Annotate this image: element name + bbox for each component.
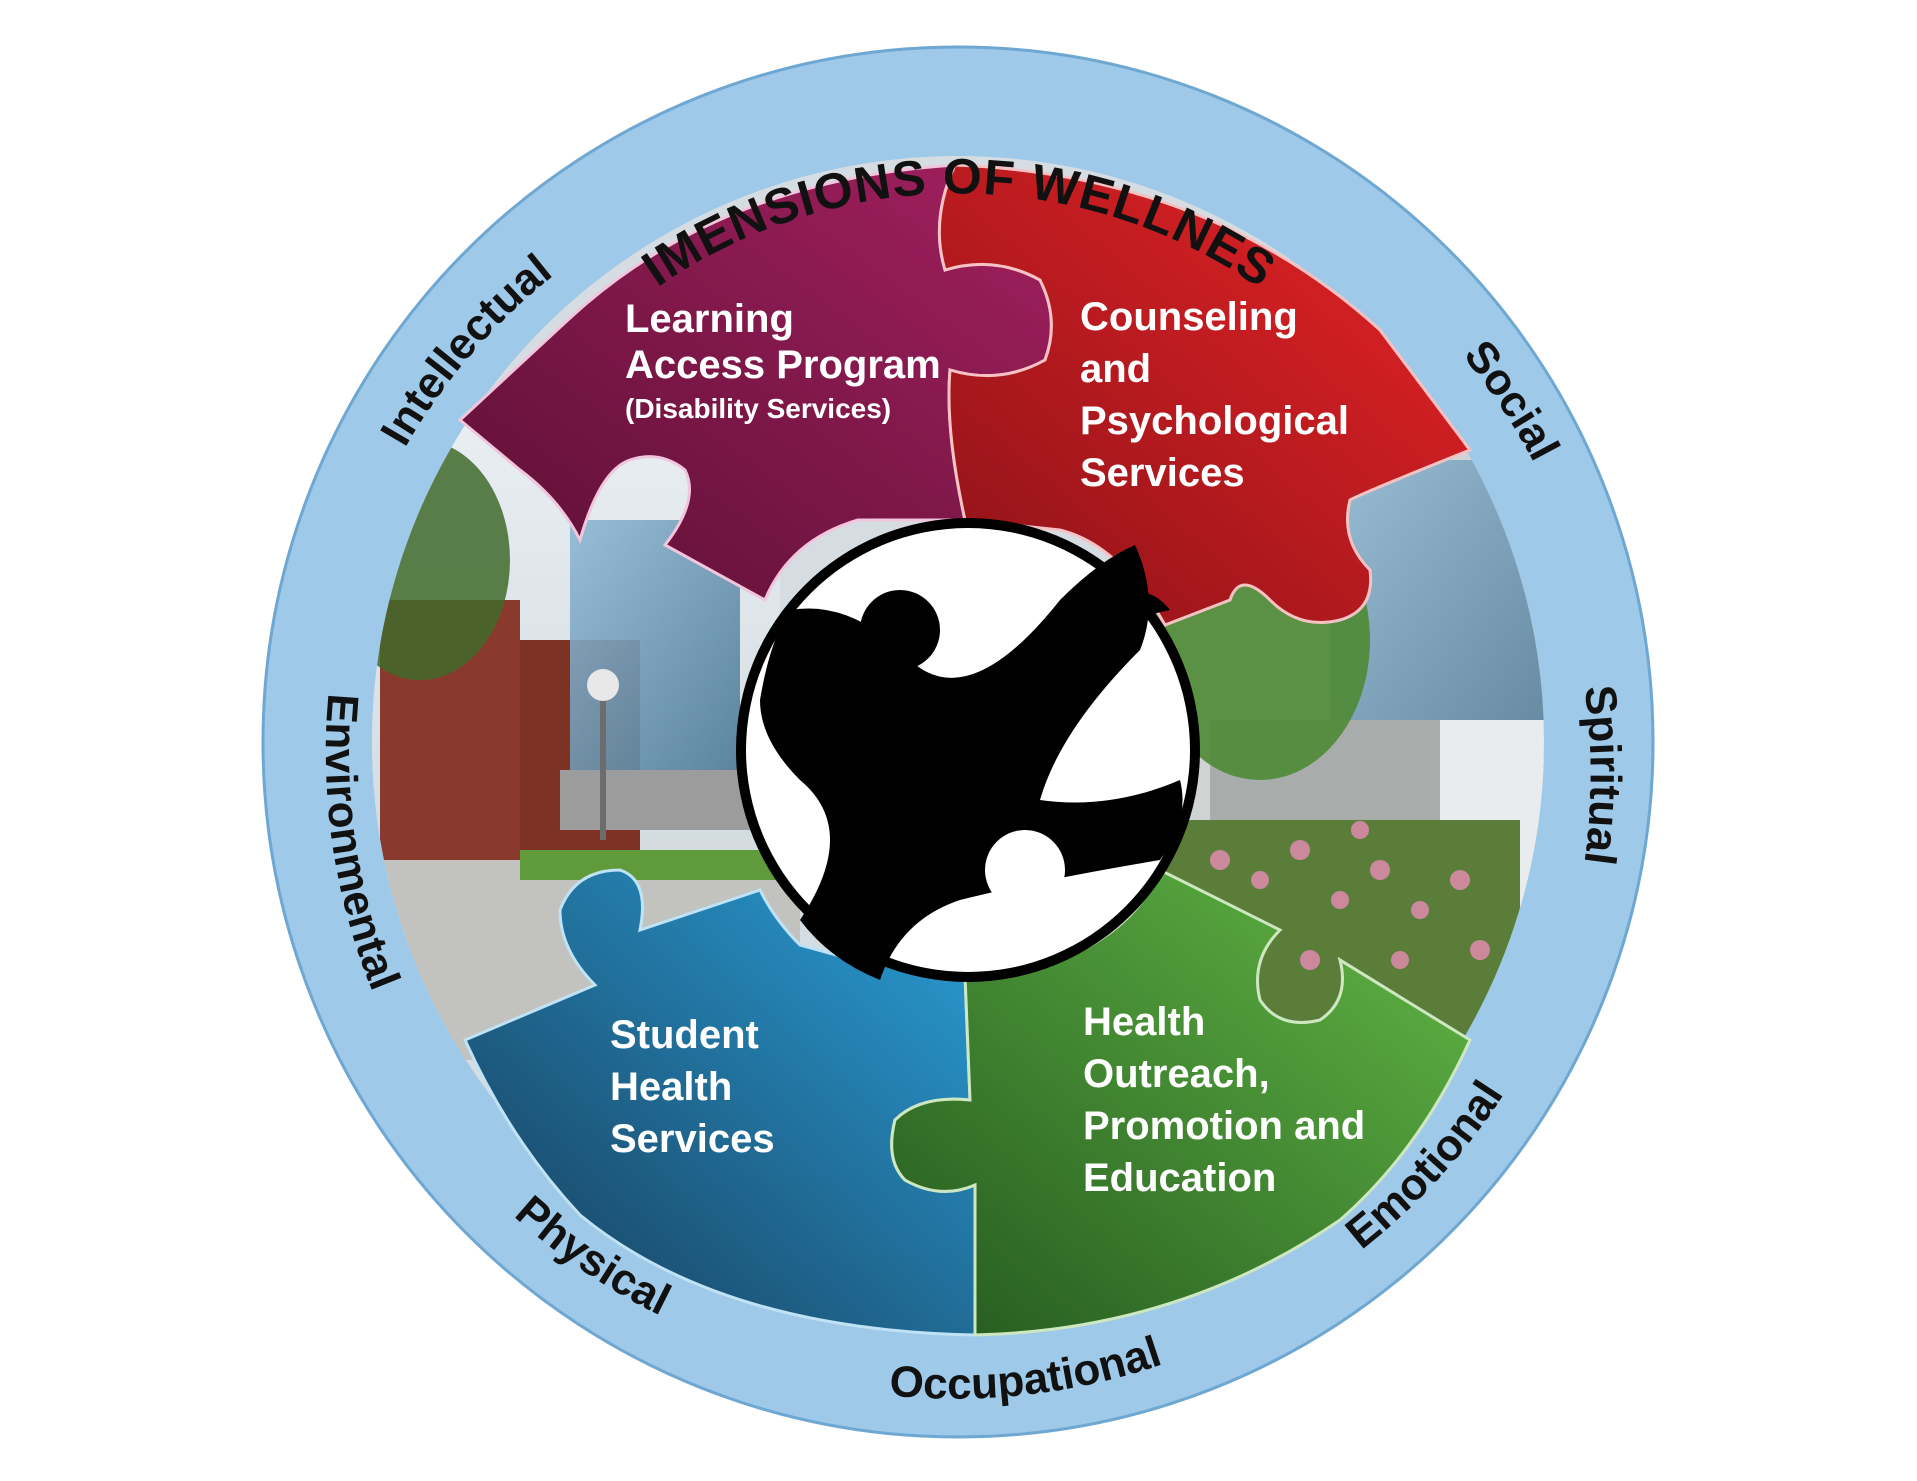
health-line-2: Health xyxy=(610,1065,732,1109)
puzzle-piece-outreach xyxy=(890,867,1472,1337)
counseling-line-2: and xyxy=(1080,347,1151,391)
outreach-line-2: Outreach, xyxy=(1083,1052,1270,1096)
outreach-line-3: Promotion and xyxy=(1083,1104,1365,1148)
outreach-line-1: Health xyxy=(1083,1000,1205,1044)
outreach-label: Health Outreach, Promotion and Education xyxy=(1083,1000,1365,1200)
counseling-label: Counseling and Psychological Services xyxy=(1080,295,1349,495)
counseling-line-3: Psychological xyxy=(1080,399,1349,443)
learning-line-1: Learning xyxy=(625,297,794,341)
learning-label: Learning Access Program (Disability Serv… xyxy=(625,297,941,424)
counseling-line-4: Services xyxy=(1080,451,1245,495)
health-services-label: Student Health Services xyxy=(610,1013,775,1161)
dimension-spiritual: Spiritual xyxy=(1575,683,1630,868)
counseling-line-1: Counseling xyxy=(1080,295,1298,339)
outreach-line-4: Education xyxy=(1083,1156,1276,1200)
health-line-1: Student xyxy=(610,1013,759,1057)
health-line-3: Services xyxy=(610,1117,775,1161)
learning-subtitle: (Disability Services) xyxy=(625,393,891,424)
puzzle-piece-counseling xyxy=(937,163,1473,627)
learning-line-2: Access Program xyxy=(625,343,941,387)
wellness-figures-icon xyxy=(736,518,1200,982)
